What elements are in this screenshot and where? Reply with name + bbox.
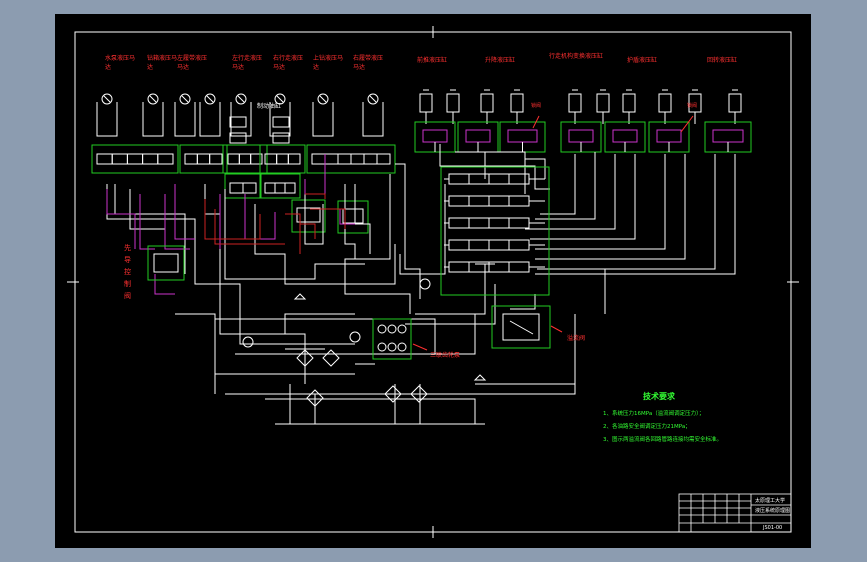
valve-group-1 — [91, 144, 179, 174]
lock-valve-group-3 — [499, 121, 546, 153]
lock-valve-group-2 — [457, 121, 499, 153]
lock-valve-group-4 — [560, 121, 602, 153]
motor-8 — [362, 93, 384, 137]
actuator-row — [96, 89, 742, 144]
directional-valve-row — [91, 121, 752, 234]
label-9: 升降液压缸 — [485, 56, 515, 64]
cylinder-6 — [596, 89, 610, 124]
triple-gear-pump-group — [242, 278, 431, 360]
label-12: 回转液压缸 — [707, 56, 737, 64]
cylinder-8 — [658, 89, 672, 124]
motor-2 — [142, 93, 164, 137]
notes-title: 技术要求 — [643, 391, 676, 401]
manifold-valve-2 — [444, 195, 545, 207]
note-item-3: 3、图示两溢流阀各回路管路连接均需安全标准。 — [603, 435, 722, 443]
motor-6 — [269, 93, 291, 137]
cylinder-5 — [568, 89, 582, 124]
cylinder-1 — [419, 89, 433, 124]
brake-label: 制动油缸 — [257, 102, 281, 110]
label-3: 左履带液压马达 — [177, 54, 207, 71]
label-5: 右行走液压马达 — [273, 54, 303, 71]
pilot-control-valve — [147, 245, 185, 281]
title-drawing-no: JS01-00 — [762, 525, 782, 531]
motor-1 — [96, 93, 118, 137]
manifold-valve-5 — [444, 261, 545, 273]
brake-valve-1 — [229, 116, 247, 128]
drawing-sheet: 水泵液压马达钻箱液压马达左履带液压马达 左行走液压马达右行走液压马达上钻液压马达右… — [55, 14, 811, 548]
side-labels: 先导控制阀 三联齿轮泵 溢流阀 制动油缸 锁阀 锁阀 — [124, 102, 697, 359]
title-drawing-name: 液压系统原理图 — [755, 507, 790, 514]
sub-valve-group-2 — [337, 200, 369, 234]
pump-label: 三联齿轮泵 — [430, 351, 460, 359]
pilot-valve-label: 先导控制阀 — [124, 243, 131, 300]
manifold-valve-3 — [444, 217, 545, 229]
valve-group-7 — [259, 173, 301, 199]
motor-3 — [174, 93, 196, 137]
brake-valve-3 — [272, 116, 290, 128]
valve-group-4 — [259, 144, 306, 174]
pilot-lines — [106, 154, 355, 295]
cylinder-4 — [510, 89, 524, 124]
manifold-valve-1 — [444, 173, 545, 185]
cylinder-3 — [480, 89, 494, 124]
lock-valve-group-6 — [648, 121, 690, 153]
label-1: 水泵液压马达 — [105, 54, 135, 71]
manifold-valve-4 — [444, 239, 545, 251]
label-6: 上钻液压马达 — [313, 54, 343, 71]
motor-5 — [230, 93, 252, 137]
sheet-border — [74, 31, 792, 533]
cylinder-2 — [446, 89, 460, 124]
label-10: 行走机构变换液压缸 — [549, 52, 603, 60]
high-pressure-lines — [204, 193, 346, 254]
title-block — [678, 493, 792, 533]
brake-valve-4 — [272, 132, 290, 144]
label-2: 钻箱液压马达 — [147, 54, 177, 71]
pressure-lines — [106, 144, 736, 425]
label-4: 左行走液压马达 — [232, 54, 262, 71]
sub-valve-group-1 — [291, 199, 326, 233]
technical-notes: 技术要求 1、系统压力16MPa（溢流阀调定压力）； 2、各油路安全阀调定压力2… — [603, 391, 722, 443]
lock-valve-group-5 — [604, 121, 646, 153]
lock-valve-group-7 — [704, 121, 752, 153]
relief-valve-group — [491, 305, 551, 349]
valve-group-5 — [306, 144, 396, 174]
cylinder-9 — [688, 89, 702, 124]
lock-label-left: 锁阀 — [531, 102, 541, 109]
motor-4 — [199, 93, 221, 137]
label-8: 前推液压缸 — [417, 56, 447, 64]
label-11: 护盾液压缸 — [627, 56, 657, 64]
note-item-1: 1、系统压力16MPa（溢流阀调定压力）； — [603, 409, 704, 417]
valve-group-3 — [222, 144, 268, 174]
relief-label: 溢流阀 — [567, 334, 585, 342]
valve-group-6 — [224, 173, 262, 199]
filters-and-coolers — [280, 293, 487, 425]
label-7: 右履带液压马达 — [353, 54, 383, 71]
lock-label-right: 锁阀 — [687, 102, 697, 109]
cylinder-7 — [622, 89, 636, 124]
motor-7 — [312, 93, 334, 137]
lock-valve-group-1 — [414, 121, 456, 153]
multi-way-valve-block — [440, 166, 550, 296]
note-item-2: 2、各油路安全阀调定压力21MPa； — [603, 422, 691, 430]
valve-group-2 — [179, 144, 228, 174]
brake-valve-2 — [229, 132, 247, 144]
title-school: 太原理工大学 — [755, 497, 785, 504]
cylinder-10 — [728, 89, 742, 124]
